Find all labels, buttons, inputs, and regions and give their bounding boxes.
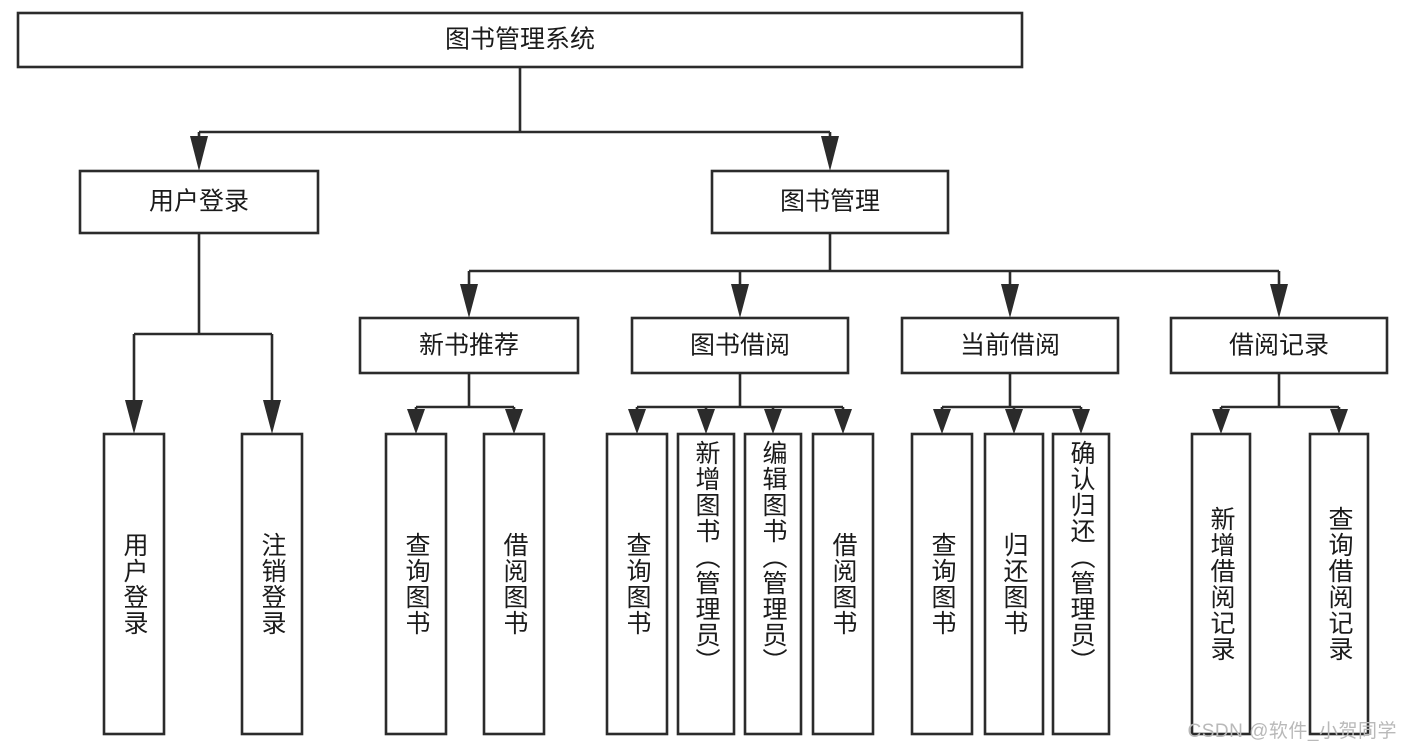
node-book-management[interactable]: 图书管理 [710,169,950,235]
arrowhead-leaf-query-book-recommend [407,409,425,434]
arrowhead-leaf-borrow-book [834,409,852,434]
connector-group-book-borrow [628,373,852,434]
leaf-borrow-book-box[interactable] [811,432,875,736]
leaf-logout-box[interactable] [240,432,304,736]
leaf-confirm-return-admin-box[interactable] [1051,432,1111,736]
node-borrow-record-box[interactable] [1169,316,1389,375]
leaf-query-book-current-box[interactable] [910,432,974,736]
leaf-query-borrow-record-box[interactable] [1308,432,1370,736]
node-current-borrow[interactable]: 当前借阅 [900,316,1120,375]
leaf-user-login-box[interactable] [102,432,166,736]
connector-group-current-borrow [933,373,1090,434]
arrowhead-book-borrow [731,284,749,318]
arrowhead-leaf-user-login [125,400,143,434]
leaf-query-book-recommend-box[interactable] [384,432,448,736]
node-current-borrow-box[interactable] [900,316,1120,375]
connector-group-new-book-recommend [407,373,523,434]
leaf-add-borrow-record-box[interactable] [1190,432,1252,736]
node-borrow-record-label: 借阅记录 [1229,332,1329,360]
leaf-query-book-borrow-box[interactable] [605,432,669,736]
leaf-add-book-admin-box[interactable] [676,432,736,736]
connector-group-root [190,67,839,171]
node-root[interactable]: 图书管理系统 [16,11,1024,69]
node-book-borrow[interactable]: 图书借阅 [630,316,850,375]
node-borrow-record[interactable]: 借阅记录 [1169,316,1389,375]
arrowhead-user-login [190,136,208,171]
node-root-box[interactable] [16,11,1024,69]
arrowhead-leaf-borrow-book-recommend [505,409,523,434]
csdn-watermark: CSDN @软件_小贺同学 [1187,721,1397,742]
node-book-management-box[interactable] [710,169,950,235]
node-book-borrow-box[interactable] [630,316,850,375]
arrowhead-leaf-query-borrow-record [1330,409,1348,434]
node-current-borrow-label: 当前借阅 [960,332,1060,360]
node-new-book-recommend-box[interactable] [358,316,580,375]
arrowhead-leaf-query-book-borrow [628,409,646,434]
arrowhead-borrow-record [1270,284,1288,318]
node-user-login-box[interactable] [78,169,320,235]
arrowhead-leaf-edit-book-admin [764,409,782,434]
arrowhead-book-management [821,136,839,171]
leaf-return-book-box[interactable] [983,432,1045,736]
node-book-borrow-label: 图书借阅 [690,332,790,360]
arrowhead-leaf-logout [263,400,281,434]
arrowhead-leaf-add-borrow-record [1212,409,1230,434]
node-user-login[interactable]: 用户登录 [78,169,320,235]
arrowhead-leaf-return-book [1005,409,1023,434]
node-root-label: 图书管理系统 [445,26,595,54]
leaf-edit-book-admin-box[interactable] [743,432,803,736]
leaf-borrow-book-recommend-box[interactable] [482,432,546,736]
node-user-login-label: 用户登录 [149,188,249,216]
arrowhead-leaf-query-book-current [933,409,951,434]
arrowhead-new-book-recommend [460,284,478,318]
connector-group-user-login [125,233,281,434]
arrowhead-leaf-add-book-admin [697,409,715,434]
node-book-management-label: 图书管理 [780,188,880,216]
arrowhead-leaf-confirm-return-admin [1072,409,1090,434]
arrowhead-current-borrow [1001,284,1019,318]
connector-group-borrow-record [1212,373,1348,434]
node-new-book-recommend-label: 新书推荐 [419,332,519,360]
node-new-book-recommend[interactable]: 新书推荐 [358,316,580,375]
connector-group-book-management [460,233,1288,318]
